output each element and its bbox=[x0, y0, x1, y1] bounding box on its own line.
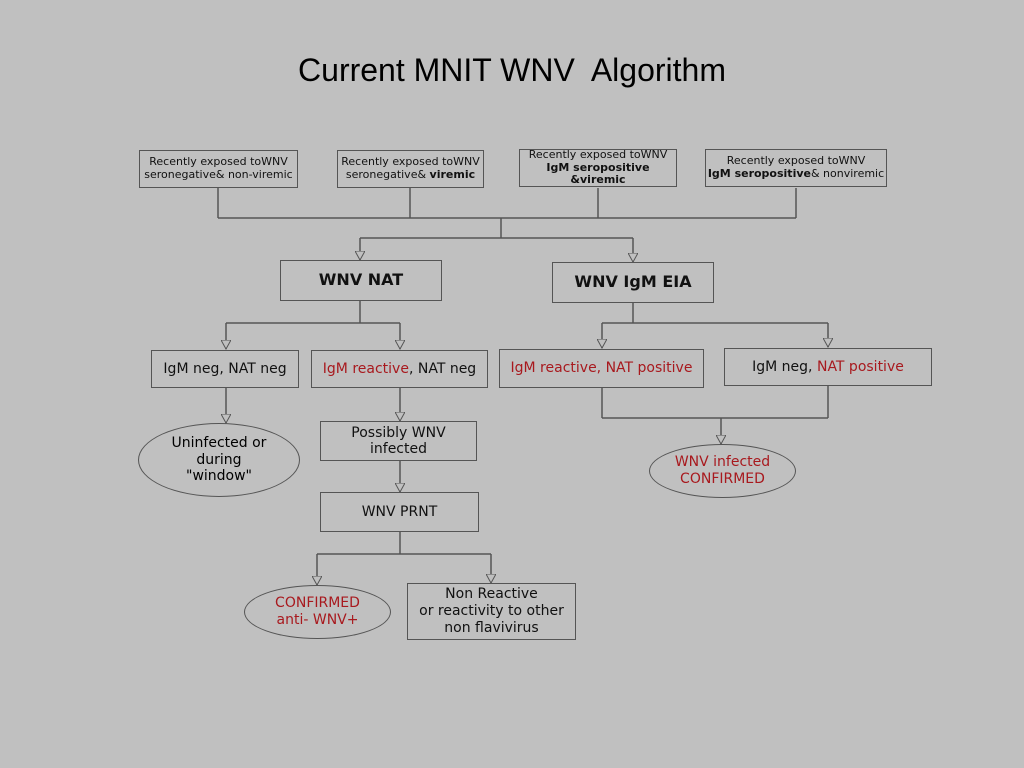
entry-line2: seronegative& non-viremic bbox=[144, 168, 293, 181]
outcome-line: non flavivirus bbox=[444, 619, 539, 636]
outcome-line: during bbox=[196, 451, 242, 468]
outcome-line: anti- WNV+ bbox=[276, 612, 359, 628]
page-title: Current MNIT WNV Algorithm bbox=[298, 52, 726, 88]
wnv-nat-box: WNV NAT bbox=[280, 260, 442, 301]
outcome-line: Uninfected or bbox=[171, 434, 267, 451]
outcome-line: infected bbox=[370, 441, 427, 457]
entry-line2-bold: IgM seropositive &viremic bbox=[546, 160, 650, 187]
entry-line2: seronegative& bbox=[345, 168, 430, 181]
result-label-rest: , NAT neg bbox=[408, 360, 477, 377]
result-label: IgM neg, NAT neg bbox=[163, 360, 287, 377]
result-igm-neg-nat-neg: IgM neg, NAT neg bbox=[151, 350, 299, 388]
outcome-line: Non Reactive bbox=[445, 586, 538, 603]
entry-line1: Recently exposed toWNV bbox=[528, 148, 668, 162]
wnv-prnt-label: WNV PRNT bbox=[361, 503, 438, 520]
outcome-line: CONFIRMED bbox=[275, 595, 360, 612]
wnv-infected-confirmed-ellipse: WNV infected CONFIRMED bbox=[649, 444, 796, 498]
wnv-prnt-box: WNV PRNT bbox=[320, 492, 479, 532]
result-label-red: IgM reactive bbox=[322, 360, 409, 377]
outcome-line: CONFIRMED bbox=[680, 471, 765, 487]
wnv-nat-label: WNV NAT bbox=[318, 270, 404, 290]
outcome-line: Possibly WNV bbox=[351, 424, 446, 441]
entry-line2-bold: IgM seropositive bbox=[707, 167, 811, 180]
entry-box-igm-viremic: Recently exposed toWNV IgM seropositive … bbox=[519, 148, 677, 187]
entry-box-seroneg-nonviremic: Recently exposed toWNV seronegative& non… bbox=[139, 150, 298, 188]
result-igm-reactive-nat-positive: IgM reactive, NAT positive bbox=[499, 349, 704, 388]
entry-line1: Recently exposed toWNV bbox=[341, 155, 480, 169]
wnv-igm-eia-label: WNV IgM EIA bbox=[574, 272, 692, 292]
non-reactive-box: Non Reactive or reactivity to other non … bbox=[407, 583, 576, 640]
wnv-igm-eia-box: WNV IgM EIA bbox=[552, 262, 714, 303]
result-label-dark: IgM neg, bbox=[752, 358, 817, 375]
outcome-line: or reactivity to other bbox=[419, 603, 564, 620]
result-label: IgM reactive, NAT positive bbox=[510, 360, 693, 377]
result-label-red: NAT positive bbox=[816, 358, 904, 375]
entry-line1: Recently exposed toWNV bbox=[149, 155, 288, 169]
outcome-line: WNV infected bbox=[674, 454, 771, 471]
uninfected-ellipse: Uninfected or during "window" bbox=[138, 423, 300, 497]
entry-box-seroneg-viremic: Recently exposed toWNV seronegative& vir… bbox=[337, 150, 484, 188]
outcome-line: "window" bbox=[186, 468, 252, 485]
entry-line2: & nonviremic bbox=[810, 167, 885, 180]
confirmed-anti-wnv-ellipse: CONFIRMED anti- WNV+ bbox=[244, 585, 391, 639]
entry-box-igm-nonviremic: Recently exposed toWNV IgM seropositive&… bbox=[705, 149, 887, 187]
result-igm-neg-nat-positive: IgM neg, NAT positive bbox=[724, 348, 932, 386]
possibly-wnv-infected-box: Possibly WNV infected bbox=[320, 421, 477, 461]
entry-line1: Recently exposed toWNV bbox=[726, 154, 866, 168]
entry-line2-bold: viremic bbox=[429, 168, 476, 181]
result-igm-reactive-nat-neg: IgM reactive, NAT neg bbox=[311, 350, 488, 388]
